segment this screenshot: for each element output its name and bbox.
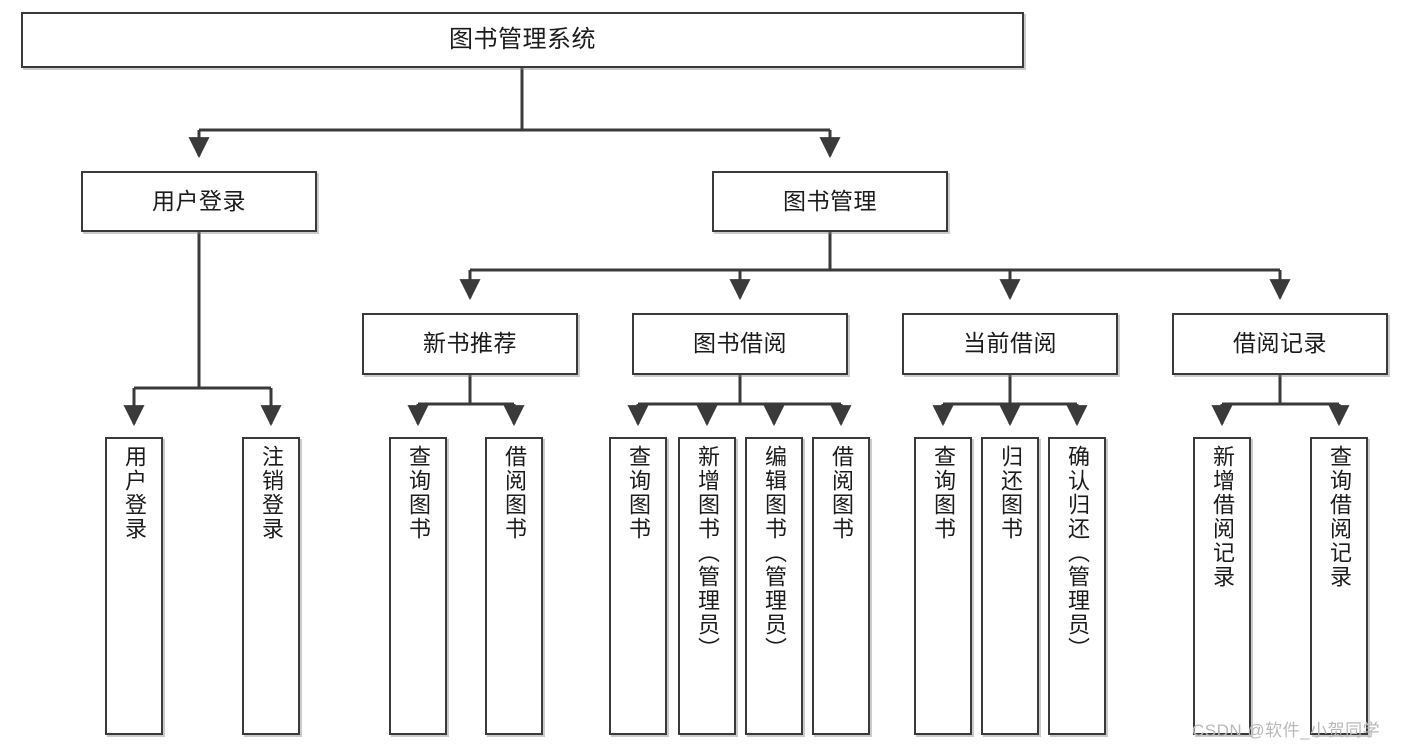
leaf-borrow-edit-book[interactable]: 编辑图书（管理员） — [745, 437, 803, 735]
leaf-borrow-lend-book-label: 借阅图书 — [829, 445, 854, 541]
leaf-borrow-query-book-label: 查询图书 — [626, 445, 651, 541]
leaf-borrow-query-book[interactable]: 查询图书 — [609, 437, 667, 735]
node-book-borrow[interactable]: 图书借阅 — [632, 313, 848, 375]
node-user-login-label: 用户登录 — [152, 187, 246, 214]
leaf-borrow-add-book-label: 新增图书（管理员） — [695, 445, 720, 661]
leaf-records-query[interactable]: 查询借阅记录 — [1310, 437, 1368, 735]
node-root[interactable]: 图书管理系统 — [21, 12, 1024, 68]
leaf-records-add-label: 新增借阅记录 — [1210, 445, 1235, 589]
node-user-login[interactable]: 用户登录 — [81, 171, 317, 232]
leaf-borrow-add-book[interactable]: 新增图书（管理员） — [678, 437, 736, 735]
leaf-recommend-query-book-label: 查询图书 — [406, 445, 431, 541]
node-book-management[interactable]: 图书管理 — [712, 171, 948, 232]
node-current-borrow-label: 当前借阅 — [963, 330, 1057, 357]
leaf-current-query-book[interactable]: 查询图书 — [914, 437, 972, 735]
leaf-recommend-borrow-book[interactable]: 借阅图书 — [485, 437, 543, 735]
leaf-borrow-lend-book[interactable]: 借阅图书 — [812, 437, 870, 735]
node-root-label: 图书管理系统 — [449, 25, 596, 53]
leaf-current-confirm-return[interactable]: 确认归还（管理员） — [1048, 437, 1106, 735]
leaf-recommend-query-book[interactable]: 查询图书 — [389, 437, 447, 735]
leaf-current-return-book[interactable]: 归还图书 — [981, 437, 1039, 735]
leaf-borrow-edit-book-label: 编辑图书（管理员） — [762, 445, 787, 661]
node-borrow-records-label: 借阅记录 — [1233, 330, 1327, 357]
leaf-records-add[interactable]: 新增借阅记录 — [1193, 437, 1251, 735]
leaf-user-login-label: 用户登录 — [122, 445, 147, 541]
leaf-records-query-label: 查询借阅记录 — [1327, 445, 1352, 589]
node-new-book-recommend-label: 新书推荐 — [423, 330, 517, 357]
node-current-borrow[interactable]: 当前借阅 — [902, 313, 1118, 375]
node-book-borrow-label: 图书借阅 — [693, 330, 787, 357]
leaf-user-login[interactable]: 用户登录 — [105, 437, 163, 735]
node-new-book-recommend[interactable]: 新书推荐 — [362, 313, 578, 375]
leaf-user-logout-label: 注销登录 — [259, 445, 284, 541]
node-book-management-label: 图书管理 — [783, 187, 877, 214]
leaf-current-return-book-label: 归还图书 — [998, 445, 1023, 541]
leaf-current-confirm-return-label: 确认归还（管理员） — [1065, 445, 1090, 661]
leaf-user-logout[interactable]: 注销登录 — [242, 437, 300, 735]
leaf-current-query-book-label: 查询图书 — [931, 445, 956, 541]
node-borrow-records[interactable]: 借阅记录 — [1172, 313, 1388, 375]
leaf-recommend-borrow-book-label: 借阅图书 — [502, 445, 527, 541]
